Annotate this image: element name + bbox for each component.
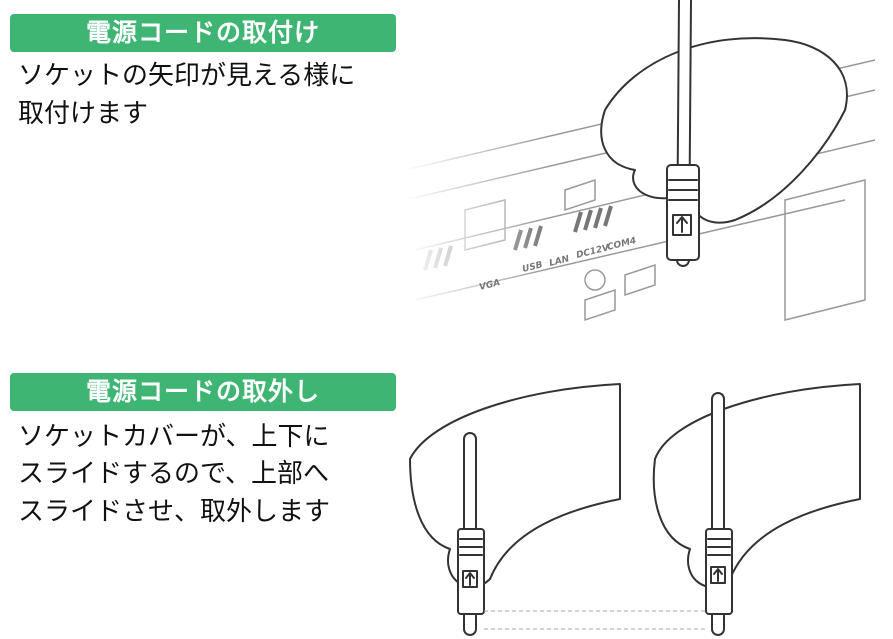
arrow-up-icon [465,572,475,586]
hand-left [409,383,621,589]
attach-instruction-line-2: 取付けます [18,99,149,129]
hand [600,37,848,224]
label-usb: USB [521,260,544,275]
detach-instruction-line-2: スライドするので、上部へ [18,459,329,489]
guide-lines [484,610,706,630]
plug-left [457,432,485,636]
detach-instruction-line-3: スライドさせ、取外します [18,497,331,527]
attach-heading: 電源コードの取付け [10,14,396,52]
arrow-up-icon [713,568,723,582]
hand-right [652,383,861,589]
attach-instruction-line-1: ソケットの矢印が見える様に [18,61,356,91]
detach-instruction-line-1: ソケットカバーが、上下に [18,422,330,452]
power-cord [666,0,700,267]
attach-cord-illustration: VGA USB LAN DC12V COM4 [405,0,885,340]
plug-right [705,392,733,636]
detach-heading: 電源コードの取外し [10,373,396,411]
arrow-up-icon [676,216,688,233]
label-lan: LAN [548,254,571,269]
detach-cord-illustration [409,383,861,636]
